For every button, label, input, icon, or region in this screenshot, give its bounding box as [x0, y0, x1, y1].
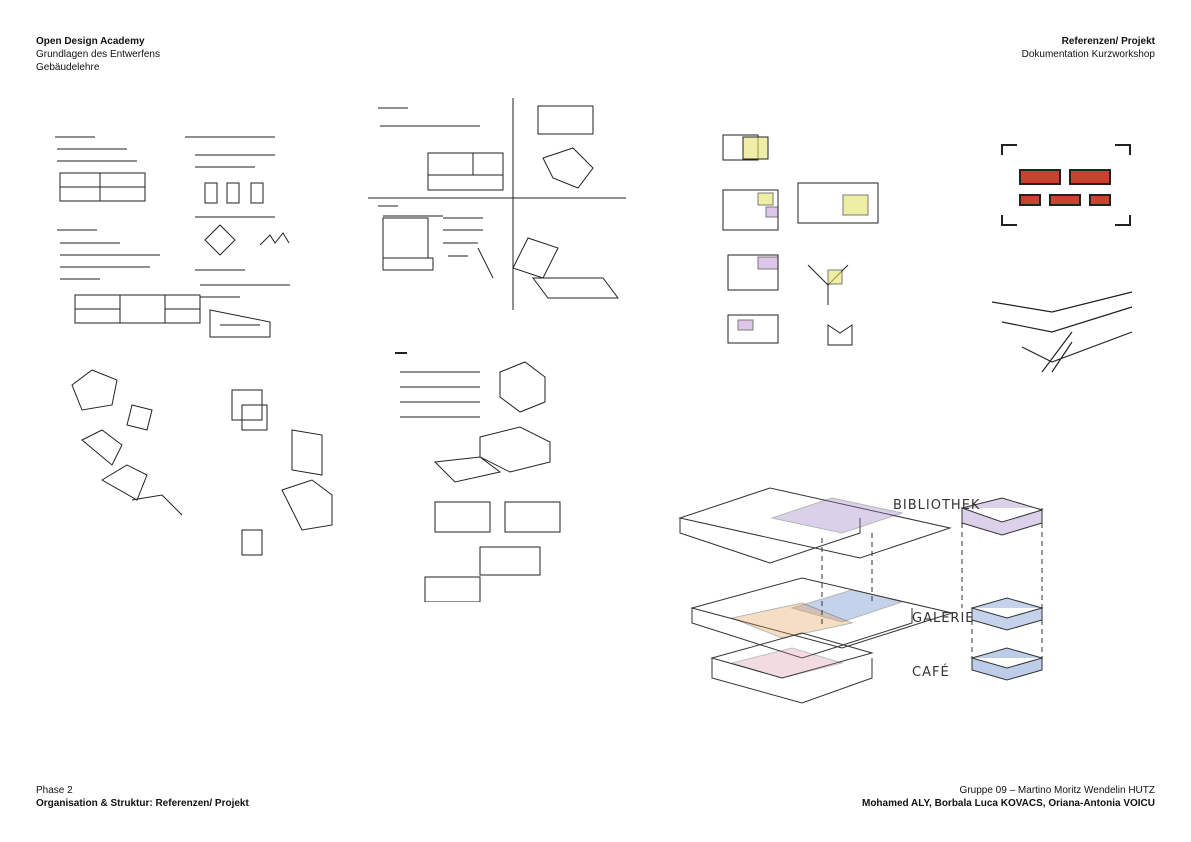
phase-label: Phase 2	[36, 785, 73, 796]
footer-left: Phase 2 Organisation & Struktur: Referen…	[36, 784, 249, 810]
subject-name: Gebäudelehre	[36, 62, 100, 73]
sketch-design-draft	[368, 98, 626, 310]
header-left: Open Design Academy Grundlagen des Entwe…	[36, 35, 160, 74]
sketch-section-perspective	[982, 262, 1150, 394]
group-label: Gruppe 09 – Martino Moritz Wendelin HUTZ	[959, 785, 1155, 796]
label-cafe: CAFÉ	[912, 665, 950, 680]
document-subtitle: Dokumentation Kurzworkshop	[1021, 49, 1155, 60]
sketch-axonometric-program	[672, 478, 1047, 723]
header-right: Referenzen/ Projekt Dokumentation Kurzwo…	[1022, 35, 1155, 61]
document-title: Referenzen/ Projekt	[1061, 36, 1155, 47]
members-label: Mohamed ALY, Borbala Luca KOVACS, Oriana…	[861, 798, 1155, 809]
sketch-floor-sections	[698, 105, 950, 350]
sketch-section-program	[395, 352, 600, 602]
sketch-plan-red	[982, 130, 1150, 242]
topic-label: Organisation & Struktur: Referenzen/ Pro…	[36, 798, 249, 809]
label-gallery: GALERIE	[912, 611, 975, 626]
label-library: BIBLIOTHEK	[893, 498, 981, 513]
sketch-form-studies	[52, 360, 336, 556]
footer-right: Gruppe 09 – Martino Moritz Wendelin HUTZ…	[862, 784, 1155, 810]
sketch-reference-notes	[45, 125, 333, 341]
course-name: Grundlagen des Entwerfens	[36, 49, 160, 60]
institution-name: Open Design Academy	[36, 36, 145, 47]
